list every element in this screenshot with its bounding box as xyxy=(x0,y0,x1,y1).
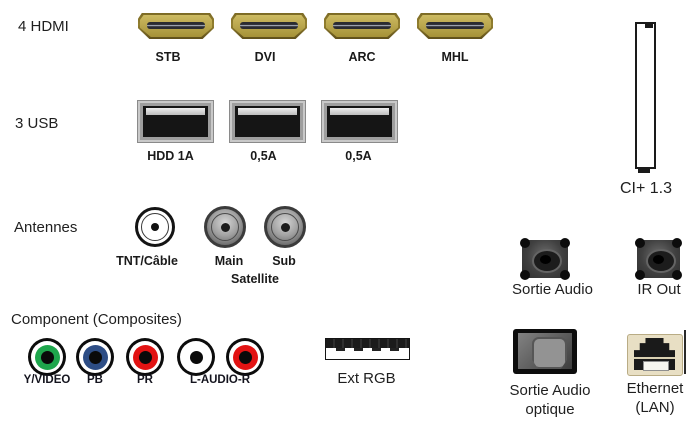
jack-ring xyxy=(645,249,676,273)
jack-corner xyxy=(560,238,570,248)
usb-tongue xyxy=(238,108,297,115)
ethernet-label-line1: Ethernet xyxy=(626,380,684,397)
ext-rgb-label: Ext RGB xyxy=(337,370,396,387)
antennas-section-label: Antennes xyxy=(14,219,78,236)
usb-port-icon xyxy=(322,101,397,142)
ext-rgb-pin xyxy=(372,348,381,351)
jack-hole xyxy=(539,254,551,264)
hdmi-port-icon xyxy=(138,13,214,39)
hdmi-slot xyxy=(426,22,484,29)
hdmi-port-label: STB xyxy=(155,50,181,64)
optical-cavity xyxy=(518,333,572,369)
ext-rgb-pin xyxy=(336,348,345,351)
rca-center-hole xyxy=(238,350,252,364)
hdmi-port-label: MHL xyxy=(441,50,469,64)
rca-jack-green-icon xyxy=(28,338,66,376)
hdmi-slot xyxy=(240,22,298,29)
panel-edge-line xyxy=(684,330,686,374)
ci-slot-label: CI+ 1.3 xyxy=(619,180,673,197)
sat-center-pin xyxy=(280,222,290,232)
usb-port-label: 0,5A xyxy=(250,149,277,163)
hdmi-slot xyxy=(147,22,205,29)
ethernet-port-icon xyxy=(627,334,683,376)
usb-section-label: 3 USB xyxy=(15,115,59,132)
rca-center-hole xyxy=(88,350,102,364)
jack-corner xyxy=(520,238,530,248)
ext-rgb-pin xyxy=(390,348,399,351)
satellite-sub-label: Sub xyxy=(272,254,296,268)
usb-port-label: 0,5A xyxy=(345,149,372,163)
optical-label-line2: optique xyxy=(525,401,575,418)
hdmi-port-label: ARC xyxy=(348,50,376,64)
jack-corner xyxy=(635,270,645,280)
satellite-main-jack-icon xyxy=(204,206,246,248)
rca-label-pr: PR xyxy=(137,374,153,386)
ir-out-label: IR Out xyxy=(637,281,681,298)
satellite-group-label: Satellite xyxy=(231,272,279,286)
ir-out-jack-icon xyxy=(635,238,682,280)
usb-port-label: HDD 1A xyxy=(147,149,194,163)
satellite-main-label: Main xyxy=(214,254,244,268)
usb-tongue xyxy=(330,108,389,115)
rca-center-hole xyxy=(138,350,152,364)
optical-label-line1: Sortie Audio xyxy=(509,382,591,399)
rf-antenna-jack-icon xyxy=(135,207,175,247)
ext-rgb-port-icon xyxy=(325,338,410,360)
sat-center-pin xyxy=(220,222,230,232)
rca-center-hole xyxy=(40,350,54,364)
rj45-contact-window xyxy=(643,361,669,371)
rca-jack-red-icon xyxy=(126,338,164,376)
ext-rgb-pin xyxy=(354,348,363,351)
jack-corner xyxy=(560,270,570,280)
ci-slot-icon xyxy=(635,22,656,173)
ethernet-label-line2: (LAN) xyxy=(635,399,675,416)
usb-port-icon xyxy=(230,101,305,142)
hdmi-port-icon xyxy=(324,13,400,39)
jack-corner xyxy=(672,238,682,248)
usb-tongue xyxy=(146,108,205,115)
usb-port-icon xyxy=(138,101,213,142)
rf-center-pin xyxy=(151,223,159,231)
rca-jack-white-icon xyxy=(177,338,215,376)
hdmi-port-icon xyxy=(417,13,493,39)
satellite-sub-jack-icon xyxy=(264,206,306,248)
rca-jack-blue-icon xyxy=(76,338,114,376)
hdmi-port-label: DVI xyxy=(254,50,276,64)
rca-label-pb: PB xyxy=(87,374,103,386)
jack-corner xyxy=(520,270,530,280)
audio-out-label: Sortie Audio xyxy=(512,281,593,298)
audio-out-jack-icon xyxy=(520,238,570,280)
jack-corner xyxy=(635,238,645,248)
rca-jack-red2-icon xyxy=(226,338,264,376)
jack-hole xyxy=(653,254,664,264)
rca-label-audio: L-AUDIO-R xyxy=(189,374,251,386)
ci-bottom-tab xyxy=(638,167,650,173)
ci-top-notch xyxy=(645,23,653,28)
rf-ring xyxy=(141,213,169,241)
sat-ring xyxy=(271,213,299,241)
ext-rgb-top-bar xyxy=(326,339,409,348)
toslink-shape xyxy=(532,337,567,369)
jack-corner xyxy=(672,270,682,280)
hdmi-port-icon xyxy=(231,13,307,39)
optical-audio-port-icon xyxy=(513,329,577,374)
hdmi-section-label: 4 HDMI xyxy=(18,18,69,35)
component-section-label: Component (Composites) xyxy=(11,311,182,328)
rca-center-hole xyxy=(189,350,203,364)
rf-jack-label: TNT/Câble xyxy=(116,254,178,268)
sat-ring xyxy=(211,213,239,241)
rj45-divider xyxy=(634,357,675,359)
hdmi-slot xyxy=(333,22,391,29)
rca-label-yvideo: Y/VIDEO xyxy=(23,374,71,386)
